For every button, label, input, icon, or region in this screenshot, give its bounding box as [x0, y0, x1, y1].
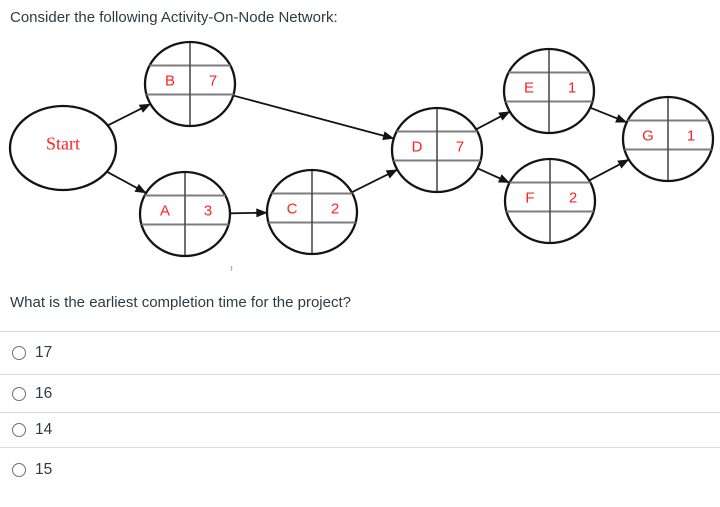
activity-name: F	[525, 189, 534, 206]
answer-option-row: 16	[0, 374, 720, 412]
answer-option-row: 14	[0, 412, 720, 447]
radio-button[interactable]	[12, 386, 26, 401]
answer-option-label[interactable]: 16	[35, 384, 53, 402]
radio-button[interactable]	[12, 423, 26, 437]
answer-option-label[interactable]: 17	[35, 344, 53, 361]
activity-duration: 2	[569, 189, 577, 206]
radio-button[interactable]	[12, 462, 26, 477]
activity-duration: 1	[687, 127, 695, 144]
answer-option-row: 17	[0, 331, 720, 374]
answer-option-label[interactable]: 15	[35, 460, 53, 478]
arrow-B-to-D	[233, 94, 395, 141]
dependency-arrows	[106, 94, 630, 218]
activity-name: D	[412, 138, 423, 155]
arrow-D-to-F	[477, 167, 511, 184]
arrow-A-to-C	[229, 208, 268, 218]
start-node-label: Start	[46, 133, 80, 153]
arrow-D-to-E	[475, 110, 511, 131]
start-node: Start	[8, 104, 118, 192]
activity-duration: 2	[331, 200, 339, 217]
radio-button[interactable]	[12, 346, 26, 360]
activity-name: B	[165, 72, 175, 89]
activity-name: A	[160, 202, 170, 219]
activity-duration: 3	[204, 202, 212, 219]
arrow-Start-to-B	[107, 103, 151, 127]
activity-duration: 7	[456, 138, 464, 155]
activity-duration: 7	[209, 72, 217, 89]
arrow-F-to-G	[588, 158, 630, 182]
arrow-C-to-D	[351, 168, 398, 194]
activity-name: C	[287, 200, 298, 217]
activity-name: E	[524, 79, 534, 96]
arrow-Start-to-A	[106, 170, 147, 194]
answer-options: 17 16 14 15	[0, 331, 720, 491]
activity-duration: 1	[568, 79, 576, 96]
answer-option-row: 15	[0, 447, 720, 491]
activity-name: G	[642, 127, 654, 144]
arrow-E-to-G	[589, 106, 628, 124]
question-text: What is the earliest completion time for…	[10, 294, 351, 311]
question-prompt: Consider the following Activity-On-Node …	[10, 9, 338, 26]
answer-option-label[interactable]: 14	[35, 421, 53, 438]
